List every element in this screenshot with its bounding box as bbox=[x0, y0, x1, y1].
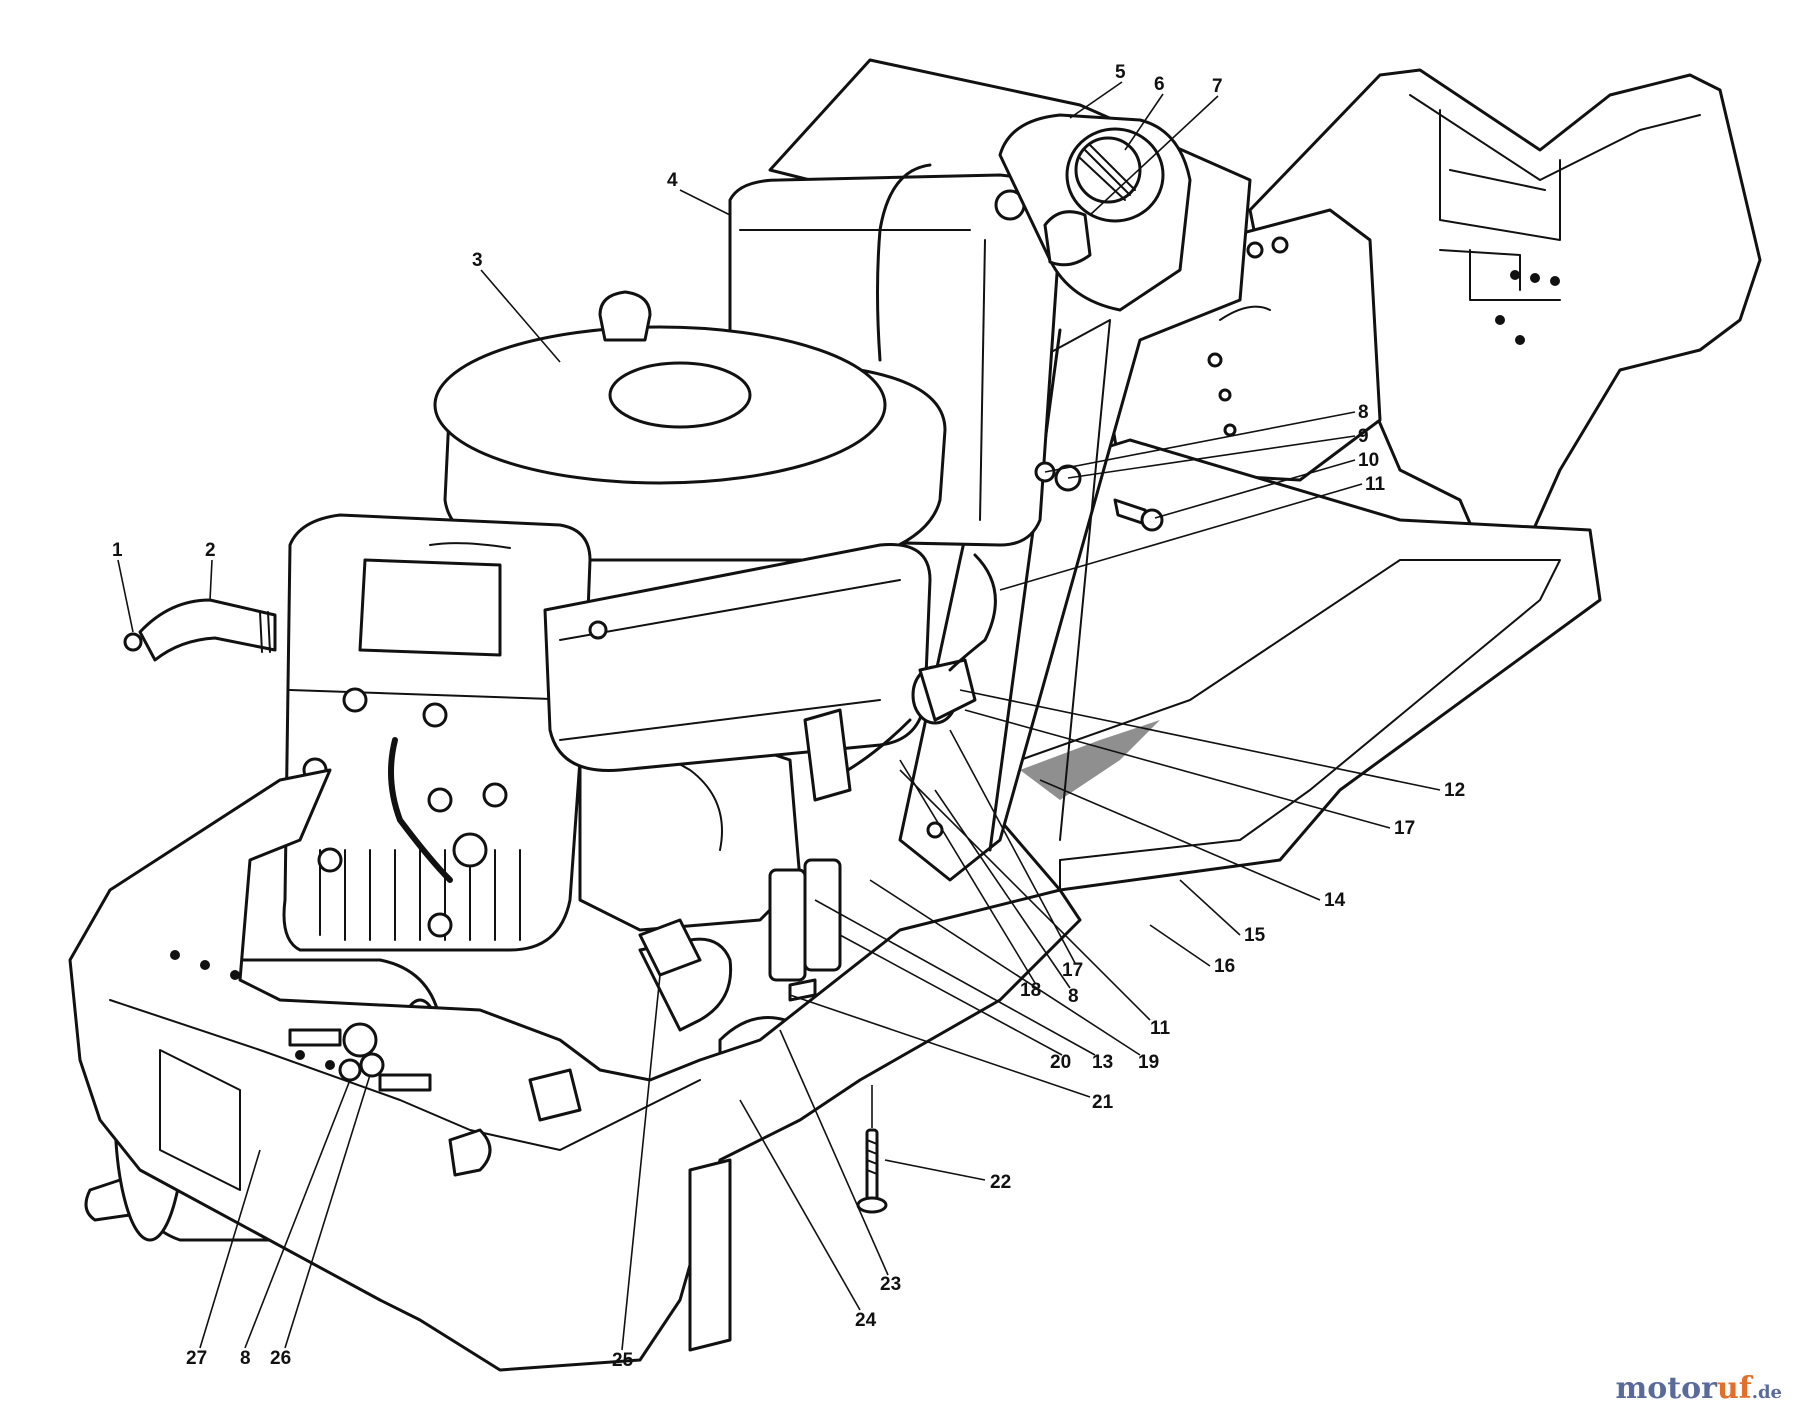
callout-19: 19 bbox=[1138, 1052, 1159, 1073]
callout-21: 21 bbox=[1092, 1092, 1114, 1113]
callout-8c: 8 bbox=[240, 1348, 251, 1369]
callout-14: 14 bbox=[1324, 890, 1346, 911]
callout-16: 16 bbox=[1214, 956, 1235, 977]
engine-pan bbox=[68, 768, 1082, 1372]
callout-8b: 8 bbox=[1068, 986, 1079, 1007]
callout-18: 18 bbox=[1020, 980, 1041, 1001]
callout-4: 4 bbox=[667, 170, 678, 191]
callout-23: 23 bbox=[880, 1274, 901, 1295]
callout-11b: 11 bbox=[1150, 1018, 1171, 1039]
callout-8: 8 bbox=[1358, 402, 1369, 423]
callout-17b: 17 bbox=[1062, 960, 1083, 981]
callout-25: 25 bbox=[612, 1350, 634, 1371]
fuel-filter bbox=[803, 553, 997, 802]
callout-26: 26 bbox=[270, 1348, 291, 1369]
watermark-logo: motoruf.de bbox=[1615, 1371, 1782, 1406]
callout-10: 10 bbox=[1358, 450, 1379, 471]
air-cleaner-box bbox=[543, 542, 932, 772]
callout-24: 24 bbox=[855, 1310, 877, 1331]
callout-labels: 1 2 3 4 5 6 7 8 9 10 11 12 17 14 15 16 1… bbox=[112, 62, 1465, 1371]
callout-9: 9 bbox=[1358, 426, 1369, 447]
callout-5: 5 bbox=[1115, 62, 1126, 83]
callout-27: 27 bbox=[186, 1348, 207, 1369]
callout-1: 1 bbox=[112, 540, 123, 561]
callout-7: 7 bbox=[1212, 76, 1223, 97]
callout-20: 20 bbox=[1050, 1052, 1071, 1073]
callout-6: 6 bbox=[1154, 74, 1165, 95]
callout-2: 2 bbox=[205, 540, 216, 561]
callout-22: 22 bbox=[990, 1172, 1011, 1193]
callout-12: 12 bbox=[1444, 780, 1465, 801]
callout-3: 3 bbox=[472, 250, 483, 271]
fuel-filler bbox=[998, 113, 1192, 312]
hardware bbox=[123, 461, 1164, 1214]
callout-11: 11 bbox=[1365, 474, 1386, 495]
callout-13: 13 bbox=[1092, 1052, 1113, 1073]
leader-lines bbox=[117, 81, 1441, 1351]
callout-15: 15 bbox=[1244, 925, 1266, 946]
callout-17: 17 bbox=[1394, 818, 1415, 839]
